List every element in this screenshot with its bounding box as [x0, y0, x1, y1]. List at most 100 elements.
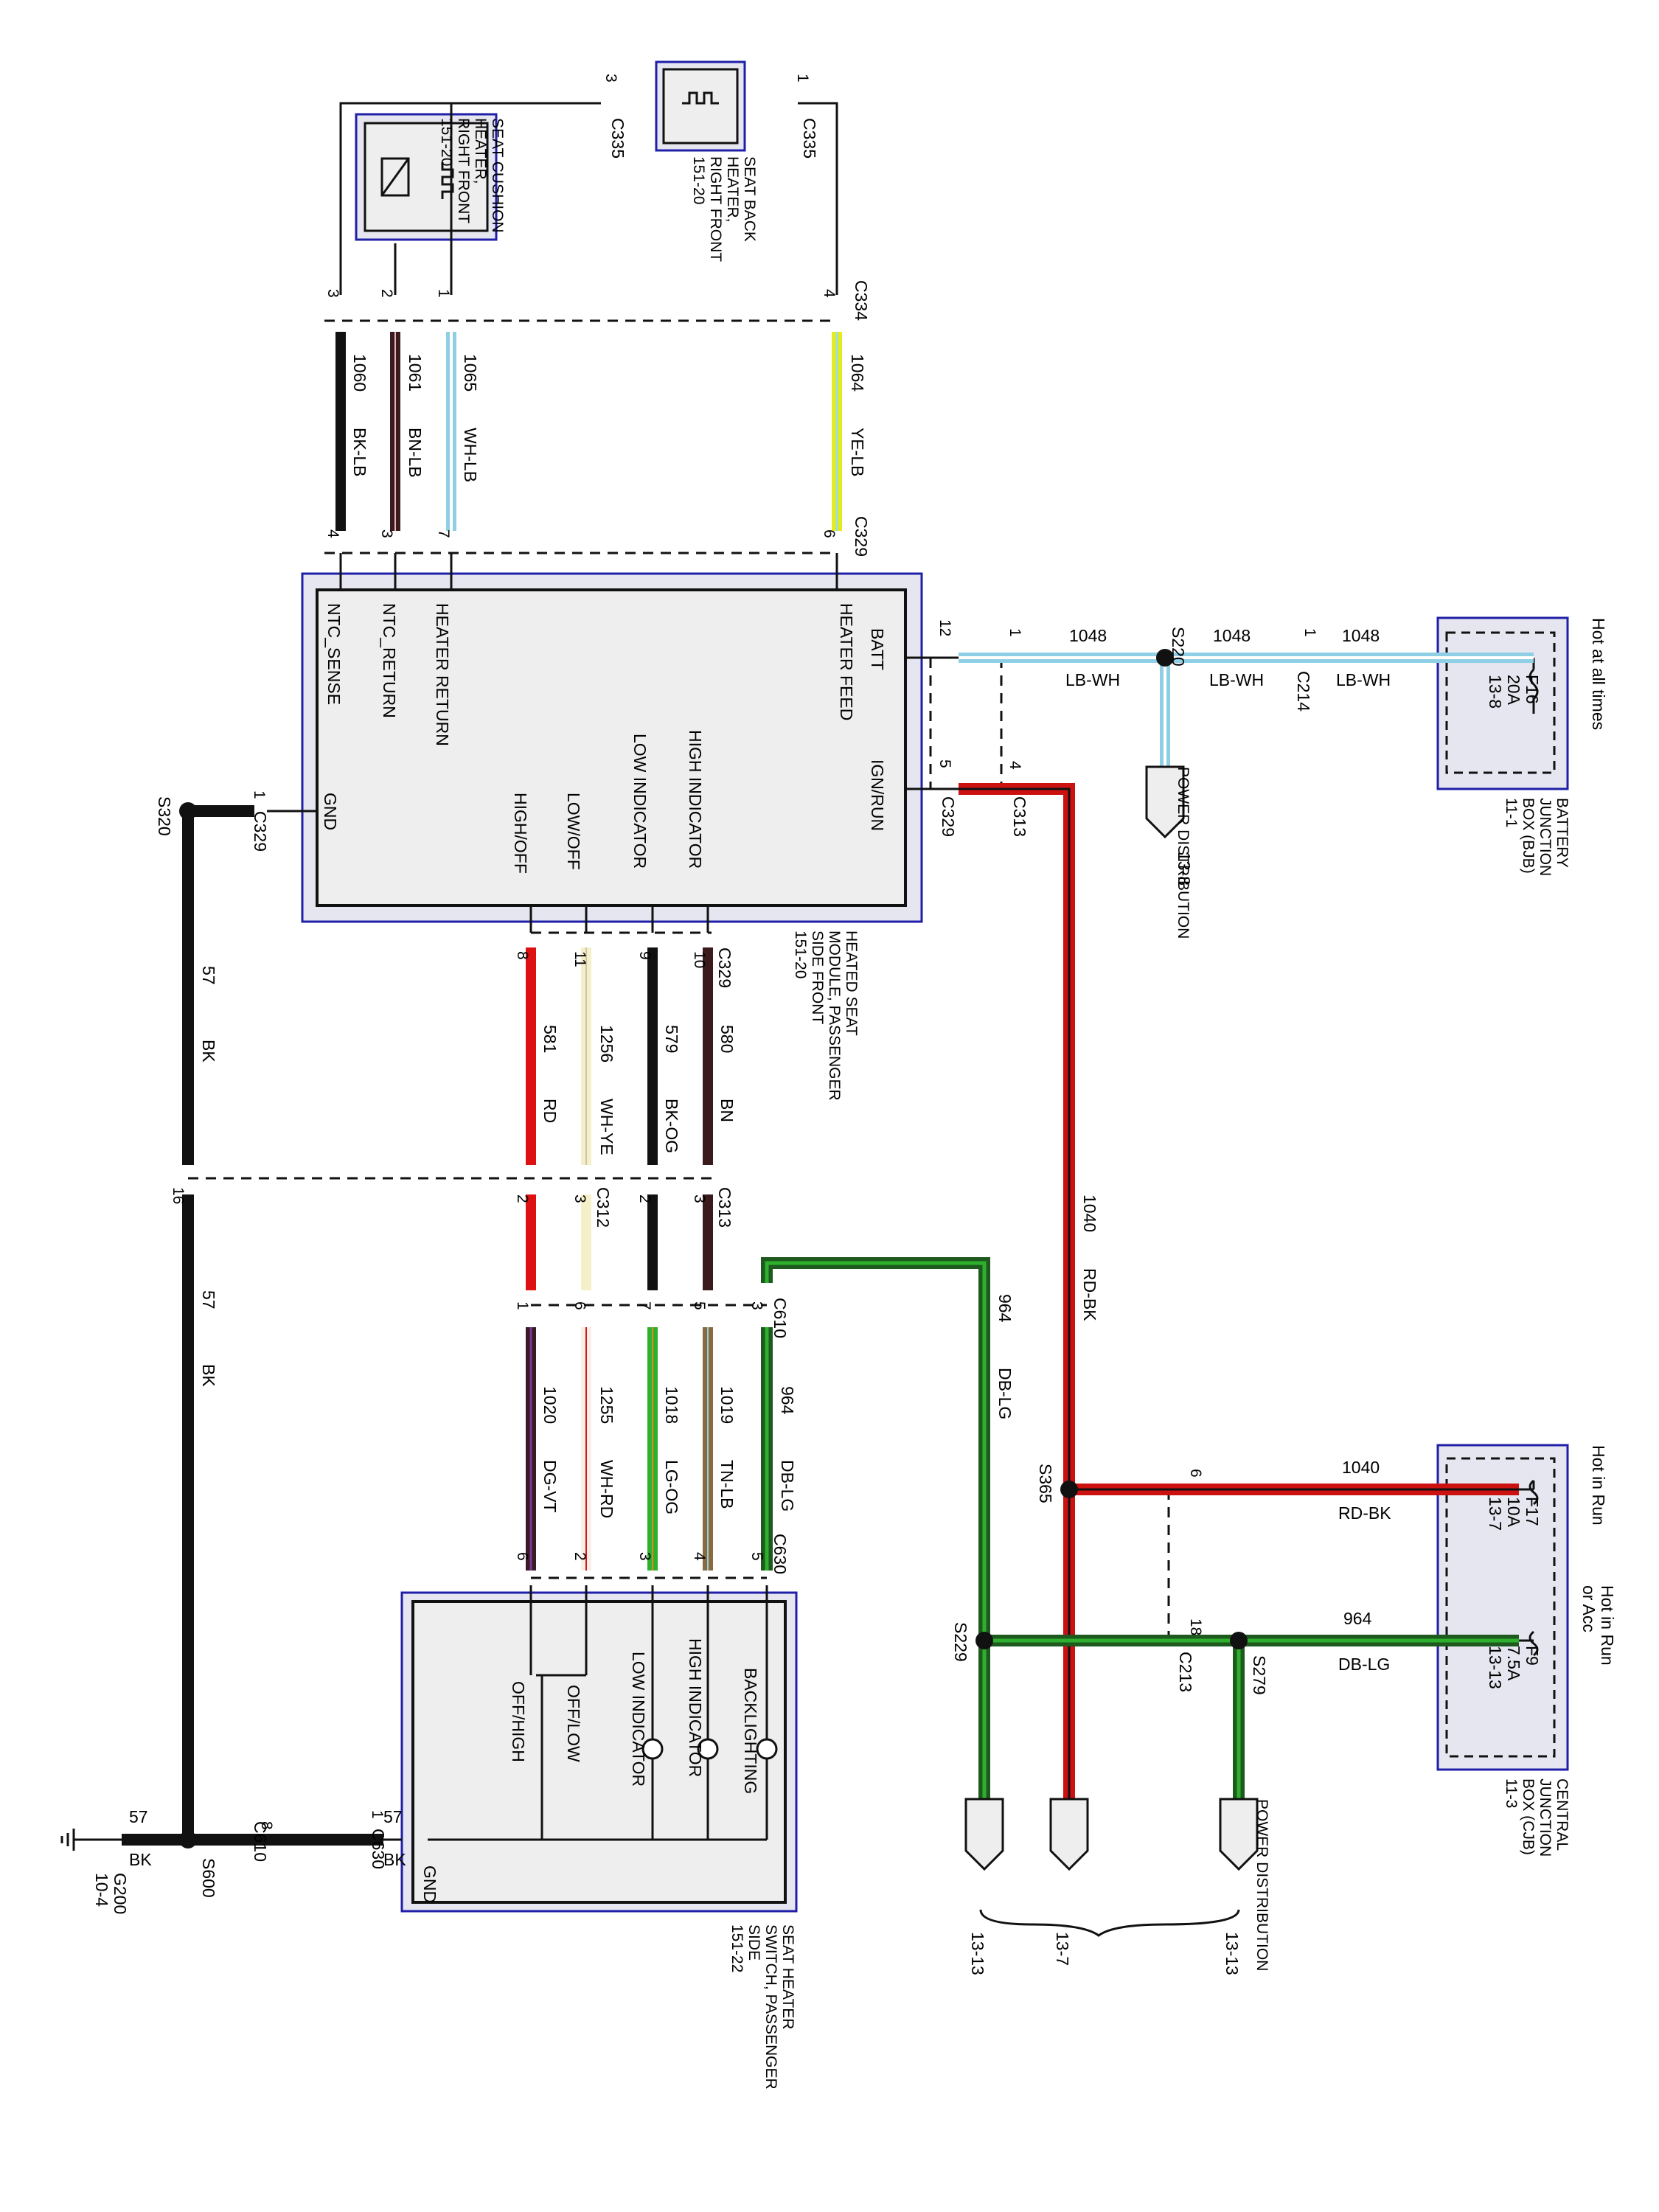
pin-number-c329_3: 3 [378, 529, 395, 538]
bjb-heading: Hot at all times [1589, 618, 1608, 730]
splice-label-S279: S279 [1250, 1655, 1269, 1695]
splice-label-S220: S220 [1169, 627, 1188, 667]
component-label-seat_cushion_heater-2: RIGHT FRONT [455, 118, 472, 223]
splice-label-S365: S365 [1036, 1464, 1055, 1503]
fuse-f9-1: 7.5A [1504, 1646, 1523, 1681]
circuit-num-964-b: 964 [995, 1294, 1015, 1323]
circuit-num-1255: 1255 [597, 1386, 616, 1424]
power-distribution-label-1: POWER DISTRIBUTION [1175, 767, 1192, 939]
component-label-bjb-2: BOX (BJB) [1520, 798, 1537, 874]
circuit-color-1061: BN-LB [406, 428, 425, 478]
circuit-num-1256: 1256 [597, 1025, 616, 1062]
component-label-cjb-0: CENTRAL [1554, 1778, 1571, 1851]
component-label-bjb-1: JUNCTION [1537, 798, 1554, 876]
wire-57 [122, 805, 383, 1846]
fuse-f17-2: 13-7 [1486, 1497, 1505, 1531]
pin-number-c610_1: 1 [514, 1301, 531, 1310]
component-label-seat_cushion_heater-1: HEATER, [472, 118, 489, 184]
ground-label: G200 [111, 1873, 130, 1914]
circuit-color-1256: WH-YE [597, 1099, 616, 1155]
circuit-color-580: BN [717, 1099, 737, 1122]
pin-number-c334_2: 2 [378, 289, 395, 298]
pin-number-c312_3: 3 [571, 1194, 588, 1203]
circuit-color-1060: BK-LB [350, 428, 369, 476]
cjb-run-heading: Hot in Run [1589, 1445, 1608, 1526]
circuit-color-964-b: DB-LG [995, 1368, 1015, 1419]
component-label-seat_heater_switch-1: SWITCH, PASSENGER [762, 1924, 779, 2090]
switch-pin-high_indicator: HIGH INDICATOR [686, 1638, 705, 1777]
component-label-seat_back_heater-2: RIGHT FRONT [707, 156, 724, 262]
circuit-color-57-d: BK [129, 1850, 152, 1869]
page-ref-13-13-a: 13-13 [968, 1932, 987, 1975]
component-label-heated_seat_module-0: HEATED SEAT [843, 931, 860, 1036]
pin-number-c312_2b: 2 [636, 1194, 653, 1203]
module-pin-ntc_return: NTC_RETURN [380, 603, 399, 718]
component-label-seat_back_heater-1: HEATER, [724, 156, 741, 222]
connector-label-C630-15: C630 [369, 1829, 388, 1869]
component-label-seat_heater_switch-2: SIDE [745, 1924, 762, 1961]
module-pin-low_off: LOW/OFF [564, 793, 583, 870]
connector-label-C335-0: C335 [608, 118, 627, 159]
connector-label-C610-10: C610 [771, 1298, 790, 1338]
circuit-color-1064: YE-LB [848, 428, 867, 476]
pin-number-c329_1: 1 [251, 790, 268, 799]
circuit-color-57-c: BK [383, 1850, 406, 1869]
pin-number-c610_7: 7 [636, 1301, 653, 1310]
circuit-num-1048-c: 1048 [1342, 626, 1380, 645]
pin-number-c334_1: 1 [435, 289, 452, 298]
circuit-color-1019: TN-LB [717, 1460, 737, 1509]
component-label-seat_heater_switch-3: 151-22 [728, 1924, 745, 1972]
component-label-seat_cushion_heater-3: 151-20 [438, 118, 455, 166]
pin-number-c610_3: 3 [748, 1301, 765, 1310]
wire-1040 [959, 783, 1519, 1799]
fuse-f16-1: 20A [1504, 675, 1523, 706]
circuit-color-1048-b: LB-WH [1209, 670, 1264, 689]
pin-number-c610_5: 5 [691, 1301, 708, 1310]
pin-number-c313_4: 4 [1006, 761, 1023, 770]
component-label-bjb-3: 11-1 [1503, 798, 1520, 827]
seat-heater-switch [400, 1591, 798, 1913]
component-label-bjb-0: BATTERY [1554, 798, 1571, 868]
pin-number-c630_3: 3 [636, 1552, 653, 1561]
circuit-color-579: BK-OG [662, 1099, 681, 1153]
wire-964 [761, 1257, 1519, 1799]
power-distribution-label-2: POWER DISTRIBUTION [1253, 1799, 1270, 1971]
circuit-color-1040-a: RD-BK [1080, 1268, 1099, 1321]
pin-number-c630_1: 1 [369, 1810, 386, 1819]
pin-number-c313_1: 1 [1006, 628, 1023, 637]
module-pin-gnd: GND [321, 793, 340, 830]
circuit-num-1020: 1020 [540, 1386, 560, 1424]
fuse-f16-2: 13-8 [1486, 675, 1505, 709]
circuit-num-57-c: 57 [383, 1807, 403, 1826]
page-ref-13-13-b: 13-13 [1222, 1932, 1242, 1975]
cjb-acc-heading-1: or Acc [1579, 1585, 1599, 1632]
circuit-num-964-c: 964 [1343, 1609, 1372, 1628]
circuit-num-581: 581 [540, 1025, 560, 1053]
module-pin-heater_return: HEATER RETURN [433, 603, 452, 746]
central-junction-box [1436, 1444, 1569, 1771]
circuit-color-1040-b: RD-BK [1338, 1503, 1391, 1523]
fuse-f17-0: F17 [1523, 1497, 1542, 1526]
circuit-num-57-a: 57 [199, 966, 218, 985]
circuit-color-1065: WH-LB [461, 428, 480, 482]
connector-label-C313-8: C313 [715, 1187, 734, 1228]
circuit-num-1064: 1064 [848, 354, 867, 392]
connector-label-C312-9: C312 [594, 1187, 613, 1228]
circuit-num-57-d: 57 [129, 1807, 148, 1826]
switch-lamps [641, 1738, 778, 1760]
component-label-cjb-1: JUNCTION [1537, 1778, 1554, 1857]
circuit-color-1018: LG-OG [662, 1460, 681, 1514]
circuit-num-1018: 1018 [662, 1386, 681, 1424]
page-ref-13-8: 13-8 [1175, 852, 1194, 886]
circuit-num-57-b: 57 [199, 1290, 218, 1310]
connector-label-C334-2: C334 [852, 280, 871, 321]
circuit-color-57-a: BK [199, 1040, 218, 1062]
battery-junction-box [1436, 616, 1569, 790]
ground-page-ref: 10-4 [92, 1873, 111, 1907]
connector-dash-lines [188, 319, 1170, 1641]
pin-number-c214_1: 1 [1301, 628, 1318, 637]
wire-1048 [959, 653, 1534, 767]
pin-number-c329_12: 12 [936, 619, 953, 636]
